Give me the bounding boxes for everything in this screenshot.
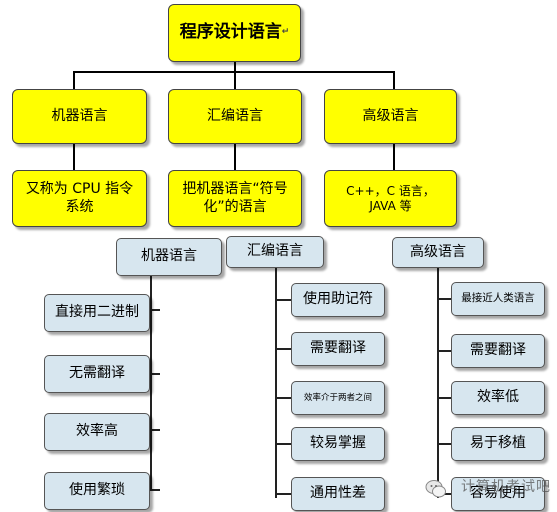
machine-feature-item: 无需翻译 (44, 355, 150, 393)
assembly-feature-item: 通用性差 (291, 477, 385, 511)
machine-branch-4 (150, 489, 160, 491)
root-node: 程序设计语言↵ (168, 4, 301, 62)
high-branch-3 (437, 397, 451, 399)
high-feature-item: 效率低 (451, 381, 545, 415)
assembly-branch-5 (275, 493, 291, 495)
assembly-feature-item: 较易掌握 (291, 427, 385, 461)
connector-assembly-down (234, 71, 236, 89)
feature-header-machine-label: 机器语言 (141, 248, 197, 265)
category-high-label: 高级语言 (362, 107, 419, 124)
high-feature-item: 容易使用 (451, 477, 545, 511)
feature-header-high: 高级语言 (392, 237, 484, 268)
machine-feature-text: 直接用二进制 (55, 304, 139, 321)
assembly-feature-text: 效率介于两者之间 (303, 392, 372, 403)
category-assembly-label: 汇编语言 (207, 107, 263, 124)
high-feature-text: 需要翻译 (470, 342, 526, 359)
feature-header-machine: 机器语言 (116, 238, 222, 276)
connector-machine-desc (73, 144, 75, 170)
connector-assembly-desc (234, 144, 236, 170)
high-branch-1 (437, 298, 451, 300)
feature-header-assembly-label: 汇编语言 (247, 243, 303, 260)
high-feature-item: 易于移植 (451, 427, 545, 461)
root-label: 程序设计语言 (179, 22, 282, 43)
machine-feature-text: 无需翻译 (69, 365, 125, 382)
machine-feature-item: 直接用二进制 (44, 294, 150, 332)
assembly-feature-text: 通用性差 (310, 485, 366, 502)
connector-machine-down (73, 71, 75, 89)
watermark-text: 计算机考试吧 (461, 479, 551, 495)
assembly-branch-1 (275, 299, 291, 301)
assembly-branch-3 (275, 397, 291, 399)
high-branch-2 (437, 350, 451, 352)
desc-high-text: C++，C 语言，JAVA 等 (346, 183, 435, 213)
wechat-logo-icon (425, 480, 446, 498)
desc-high: C++，C 语言，JAVA 等 (324, 170, 457, 227)
desc-assembly-text: 把机器语言“符号化”的语言 (182, 181, 288, 215)
assembly-branch-4 (275, 443, 291, 445)
connector-root-down (234, 62, 236, 72)
category-machine-label: 机器语言 (51, 107, 108, 124)
machine-feature-text: 效率高 (76, 423, 118, 440)
high-branch-4 (437, 443, 451, 445)
assembly-feature-text: 使用助记符 (303, 291, 373, 308)
high-feature-text: 最接近人类语言 (461, 292, 535, 305)
machine-branch-1 (150, 309, 160, 311)
assembly-branch-2 (275, 348, 291, 350)
feature-header-assembly: 汇编语言 (226, 236, 324, 268)
assembly-feature-text: 需要翻译 (310, 340, 366, 357)
high-feature-text: 效率低 (477, 389, 519, 406)
desc-machine-text: 又称为 CPU 指令系统 (25, 181, 134, 215)
connector-high-desc (393, 144, 395, 170)
machine-feature-text: 使用繁琐 (69, 482, 125, 499)
assembly-feature-item: 需要翻译 (291, 332, 385, 366)
assembly-spine (275, 268, 277, 498)
connector-high-down (393, 71, 395, 89)
category-assembly: 汇编语言 (168, 89, 302, 144)
high-feature-text: 易于移植 (470, 435, 526, 452)
assembly-feature-item: 效率介于两者之间 (291, 381, 385, 415)
machine-branch-3 (150, 429, 160, 431)
high-spine (437, 268, 439, 498)
machine-feature-item: 使用繁琐 (44, 472, 150, 510)
machine-spine (150, 276, 152, 490)
connector-top-horizontal (73, 71, 394, 73)
high-feature-item: 需要翻译 (451, 334, 545, 368)
category-high: 高级语言 (324, 89, 457, 144)
desc-machine: 又称为 CPU 指令系统 (12, 170, 147, 227)
high-feature-item: 最接近人类语言 (451, 282, 545, 316)
desc-assembly: 把机器语言“符号化”的语言 (168, 170, 302, 227)
machine-feature-item: 效率高 (44, 413, 150, 451)
category-machine: 机器语言 (12, 89, 147, 144)
assembly-feature-text: 较易掌握 (310, 435, 366, 452)
assembly-feature-item: 使用助记符 (291, 283, 385, 317)
high-feature-text: 容易使用 (470, 485, 526, 502)
feature-header-high-label: 高级语言 (410, 243, 466, 260)
machine-branch-2 (150, 373, 160, 375)
